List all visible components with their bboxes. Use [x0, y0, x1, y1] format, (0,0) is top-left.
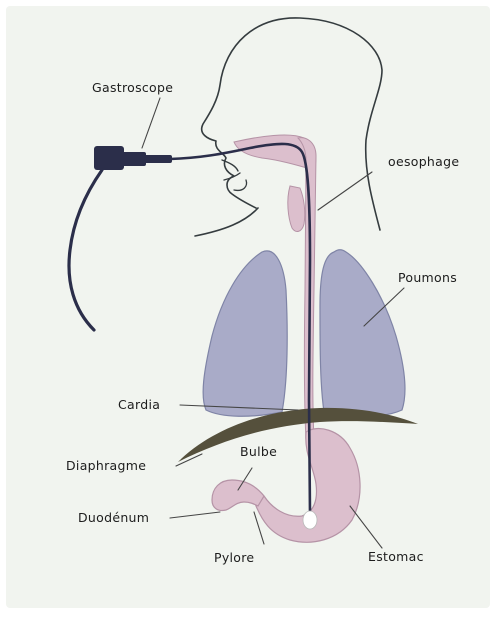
diaphragme-label: Diaphragme — [66, 458, 146, 473]
duodenum-label: Duodénum — [78, 510, 149, 525]
pylore-label: Pylore — [214, 550, 254, 565]
oesophage-label: oesophage — [388, 154, 459, 169]
larynx-shape — [288, 186, 305, 231]
estomac-label: Estomac — [368, 549, 424, 564]
cardia-label: Cardia — [118, 397, 160, 412]
poumons-label: Poumons — [398, 270, 457, 285]
bulbe-label: Bulbe — [240, 444, 277, 459]
gastroscope-label: Gastroscope — [92, 80, 173, 95]
gastroscope-tip-light — [303, 511, 317, 529]
